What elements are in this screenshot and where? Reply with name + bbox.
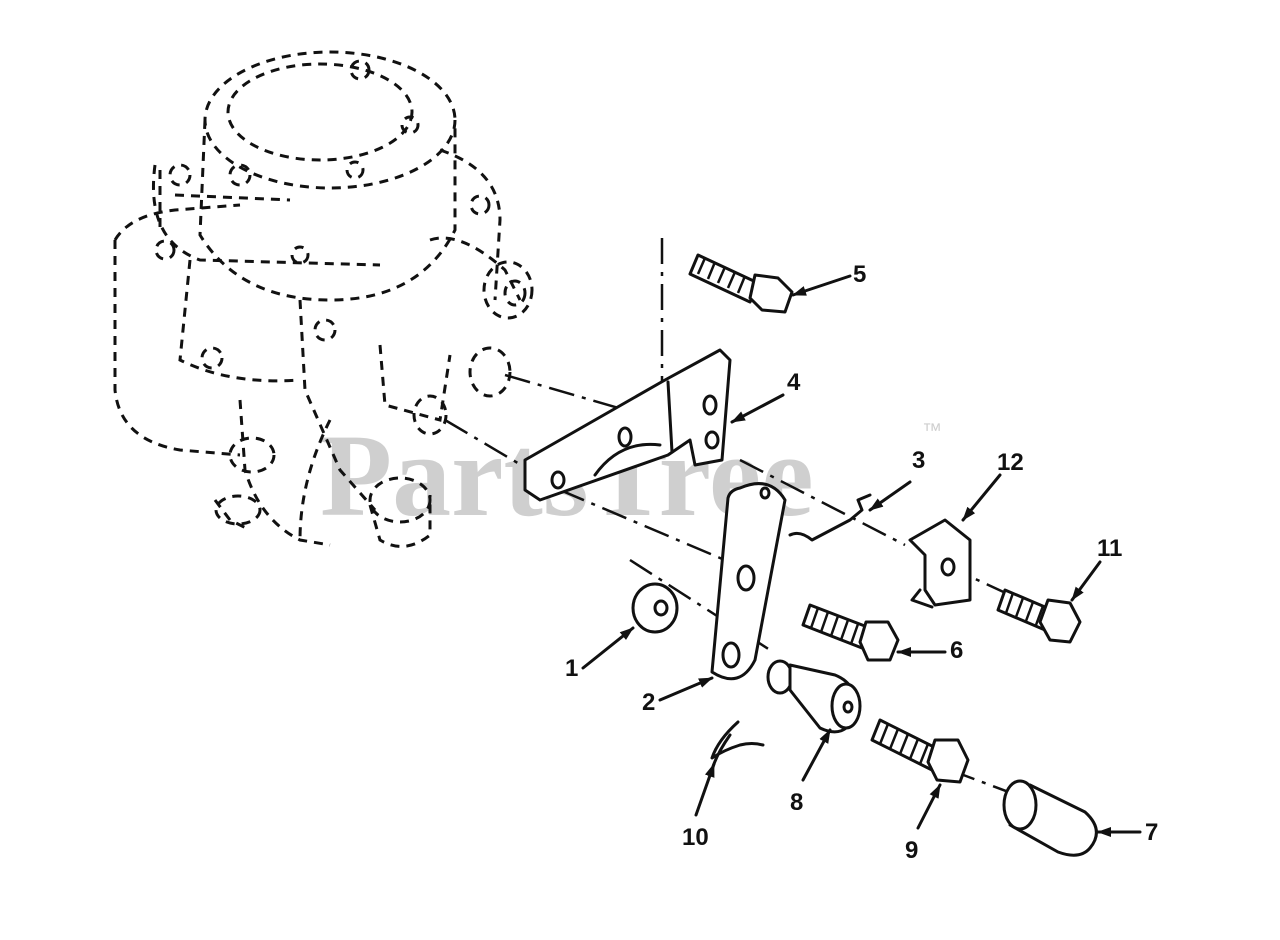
swivel-connector — [766, 659, 862, 734]
washer — [631, 582, 679, 634]
callout-7: 7 — [1145, 819, 1158, 846]
end-cap — [1002, 779, 1098, 857]
callout-11: 11 — [1097, 535, 1122, 562]
callout-10: 10 — [682, 824, 709, 851]
bolt-middle — [801, 603, 900, 662]
bolt-bottom — [870, 718, 970, 784]
callout-12: 12 — [997, 449, 1024, 476]
hairpin-clip — [710, 720, 765, 772]
callout-labels: 1 2 3 4 5 6 7 8 9 10 11 12 — [565, 261, 1158, 864]
cable-clamp — [908, 518, 972, 609]
throttle-wire — [788, 493, 872, 542]
callout-9: 9 — [905, 837, 918, 864]
callout-5: 5 — [853, 261, 866, 288]
callout-3: 3 — [912, 447, 925, 474]
mounting-bracket — [523, 348, 732, 502]
bolt-top — [688, 253, 794, 314]
callout-6: 6 — [950, 637, 963, 664]
watermark-trademark: ™ — [922, 420, 942, 442]
callout-2: 2 — [642, 689, 655, 716]
bolt-right — [996, 588, 1082, 644]
callout-8: 8 — [790, 789, 803, 816]
callout-4: 4 — [787, 369, 801, 396]
carburetor-outline — [113, 50, 534, 548]
leader-lines — [581, 274, 1142, 837]
callout-1: 1 — [565, 655, 578, 682]
link-plate — [710, 482, 787, 681]
